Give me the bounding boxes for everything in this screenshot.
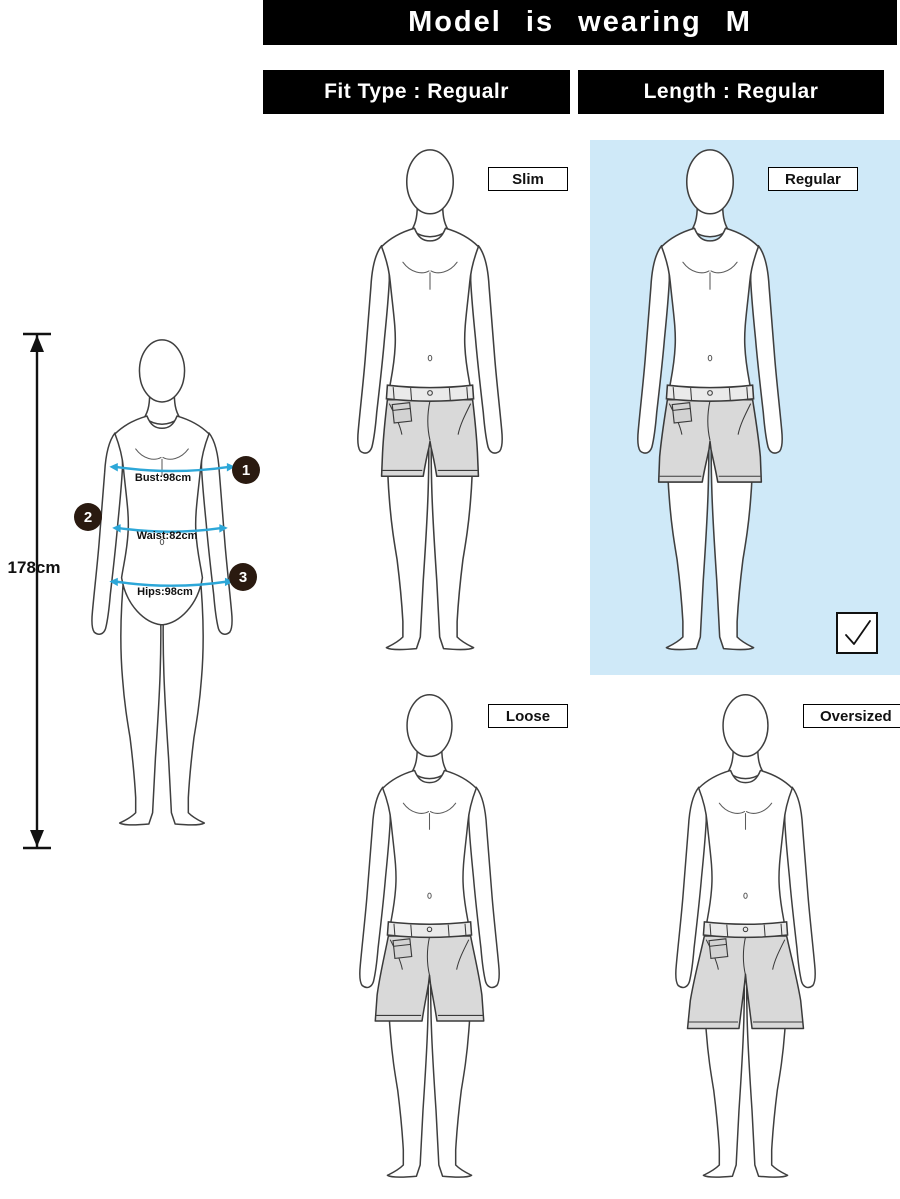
oversized-fit-figure — [675, 693, 816, 1178]
fit-type-banner: Fit Type : Regualr — [263, 70, 570, 114]
bust-measure-line — [109, 463, 236, 473]
measurement-badge-3: 3 — [229, 563, 257, 591]
vertical-double-arrow-icon — [23, 332, 51, 850]
checkmark-icon — [845, 620, 871, 645]
measurement-figure — [91, 339, 236, 826]
fit-option-regular: Regular — [768, 167, 858, 191]
bust-measurement-label: Bust:98cm — [134, 472, 192, 484]
measurement-badge-1: 1 — [232, 456, 260, 484]
fit-option-loose: Loose — [488, 704, 568, 728]
model-size-text: Model is wearing M — [408, 6, 752, 38]
height-label: 178cm — [7, 558, 61, 577]
slim-fit-figure — [356, 149, 504, 651]
loose-fit-figure — [359, 693, 500, 1178]
fit-type-text: Fit Type : Regualr — [324, 80, 509, 103]
waist-measurement-label: Waist:82cm — [136, 530, 198, 542]
length-banner: Length : Regular — [578, 70, 884, 114]
waist-measure-line — [112, 524, 228, 533]
selected-checkbox — [836, 612, 878, 654]
fit-option-slim: Slim — [488, 167, 568, 191]
model-size-banner: Model is wearing M — [263, 0, 897, 45]
measurement-badge-2: 2 — [74, 503, 102, 531]
regular-fit-figure — [636, 149, 784, 651]
hips-measurement-label: Hips:98cm — [137, 586, 193, 598]
fit-option-oversized: Oversized — [803, 704, 900, 728]
length-text: Length : Regular — [643, 80, 819, 103]
